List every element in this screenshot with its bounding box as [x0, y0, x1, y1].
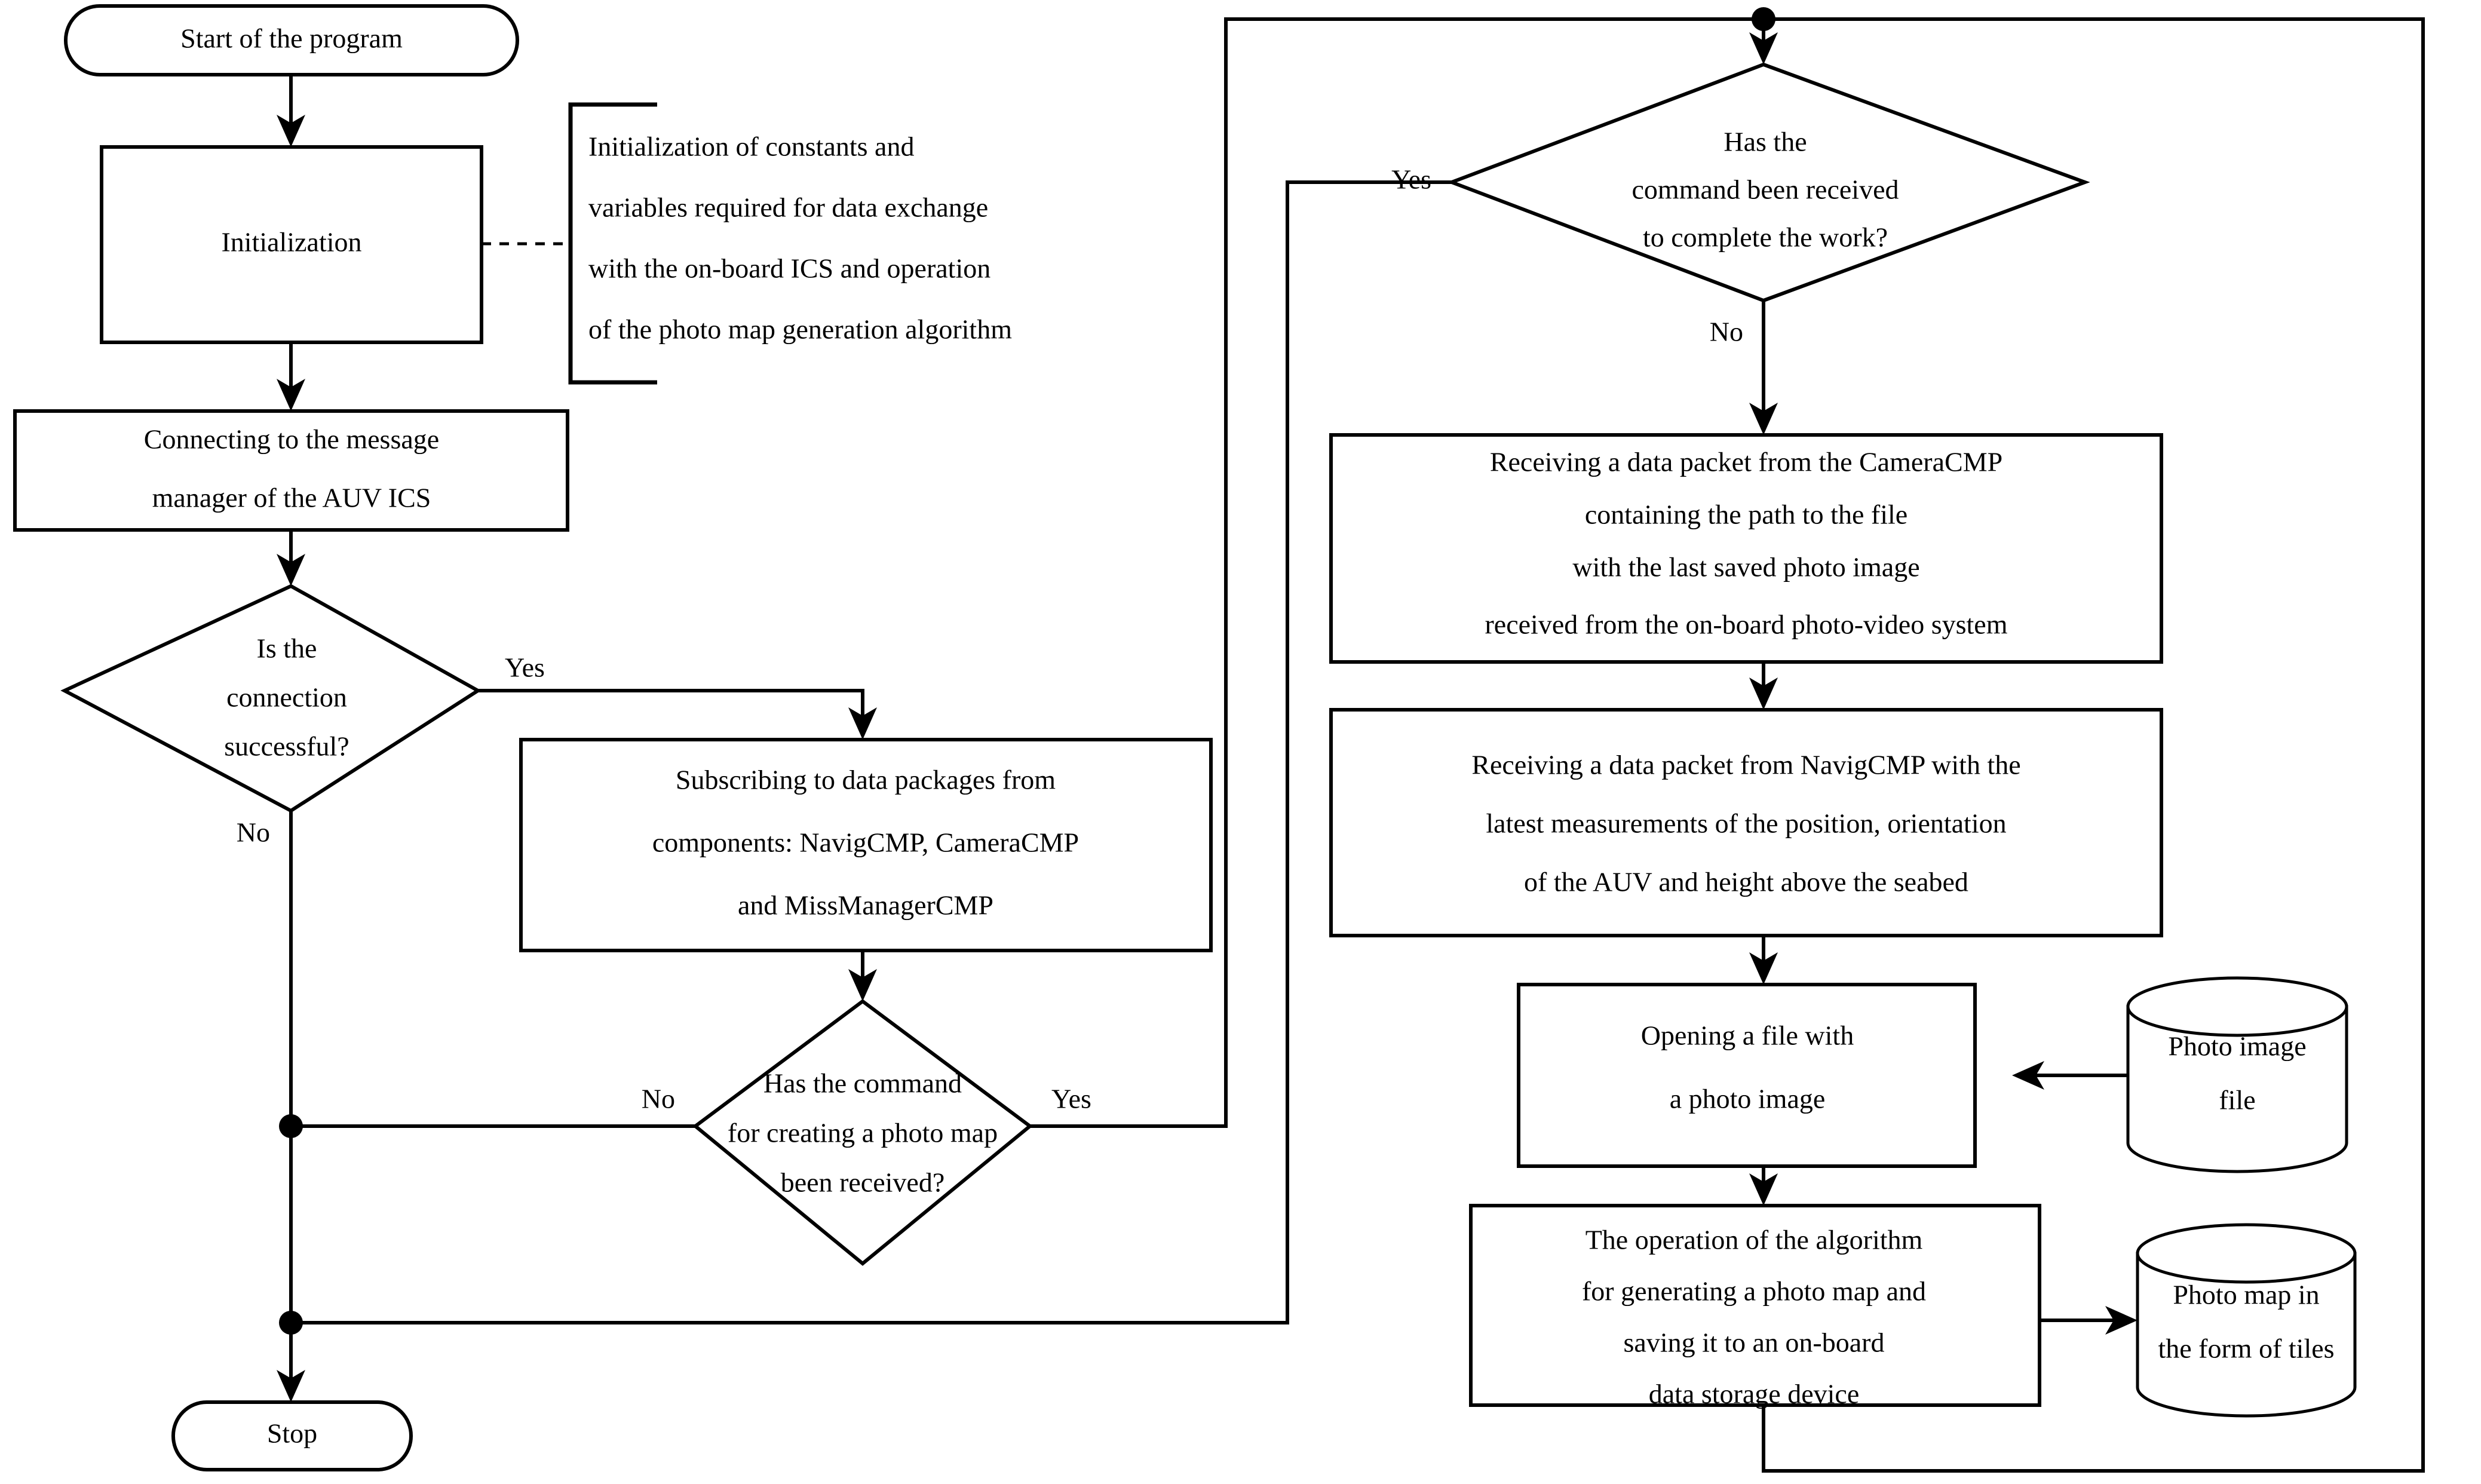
edge-recv-navig-to-open-file — [1749, 936, 1778, 985]
edge-subscribe-to-decision-photomap — [848, 951, 877, 1001]
edge-loop-top-to-decision-complete — [1749, 19, 1778, 65]
edge-label-connection-yes: Yes — [505, 652, 545, 683]
edge-label-complete-yes: Yes — [1391, 164, 1431, 195]
node-recv-camera-line-3: received from the on-board photo-video s… — [1485, 609, 2007, 640]
node-algorithm-line-1: for generating a photo map and — [1582, 1276, 1926, 1307]
edge-algorithm-to-outer-loop — [1762, 17, 2425, 1473]
node-decision-connection: Is the connection successful? — [60, 584, 482, 813]
node-photo-map-tiles-line-1: the form of tiles — [2158, 1333, 2334, 1364]
node-decision-photomap-line-1: for creating a photo map — [728, 1118, 998, 1148]
node-open-file: Opening a file with a photo image — [1517, 983, 1977, 1168]
node-connect-message-manager: Connecting to the message manager of the… — [13, 409, 569, 532]
node-recv-navig-line-0: Receiving a data packet from NavigCMP wi… — [1471, 750, 2020, 780]
node-algorithm-line-3: data storage device — [1649, 1379, 1859, 1409]
edge-label-complete-no: No — [1710, 317, 1743, 347]
node-subscribe: Subscribing to data packages from compon… — [519, 738, 1213, 952]
edge-complete-no-to-recv-camera — [1749, 301, 1778, 435]
node-recv-navig-line-2: of the AUV and height above the seabed — [1524, 867, 1968, 897]
node-initialization-label: Initialization — [221, 227, 361, 257]
node-algorithm-run: The operation of the algorithm for gener… — [1469, 1204, 2041, 1409]
edge-algorithm-to-photo-map-tiles — [2040, 1306, 2137, 1335]
edge-label-photomap-yes: Yes — [1051, 1084, 1091, 1114]
node-recv-navig: Receiving a data packet from NavigCMP wi… — [1329, 708, 2163, 937]
node-connect-line-0: Connecting to the message — [144, 424, 439, 455]
edge-connect-to-decision-connection — [277, 530, 305, 586]
node-photo-map-tiles-line-0: Photo map in — [2173, 1280, 2319, 1310]
node-open-file-line-1: a photo image — [1670, 1084, 1826, 1114]
edge-connection-yes-to-subscribe — [478, 689, 877, 740]
node-decision-photomap-line-2: been received? — [781, 1167, 945, 1198]
node-decision-photomap: Has the command for creating a photo map… — [692, 999, 1033, 1266]
node-recv-navig-line-1: latest measurements of the position, ori… — [1486, 808, 2006, 839]
node-decision-connection-line-2: successful? — [224, 731, 349, 762]
node-algorithm-line-2: saving it to an on-board — [1624, 1327, 1885, 1358]
node-recv-camera: Receiving a data packet from the CameraC… — [1329, 433, 2163, 664]
annotation-line-1: variables required for data exchange — [588, 192, 988, 223]
junction-dot-photomap-no — [279, 1114, 303, 1138]
edge-open-file-to-algorithm — [1749, 1166, 1778, 1206]
node-recv-camera-line-0: Receiving a data packet from the CameraC… — [1490, 447, 2002, 477]
node-open-file-line-0: Opening a file with — [1641, 1020, 1854, 1051]
node-connect-line-1: manager of the AUV ICS — [152, 483, 431, 513]
node-decision-connection-line-1: connection — [226, 682, 347, 713]
node-subscribe-line-2: and MissManagerCMP — [738, 890, 993, 921]
edge-recv-camera-to-recv-navig — [1749, 662, 1778, 710]
edge-label-photomap-no: No — [642, 1084, 675, 1114]
node-decision-connection-line-0: Is the — [257, 633, 317, 664]
node-photo-map-tiles: Photo map in the form of tiles — [2136, 1223, 2357, 1418]
node-stop: Stop — [171, 1400, 413, 1471]
edge-complete-yes-to-trunk — [291, 180, 1452, 1324]
edge-label-connection-no: No — [237, 817, 270, 848]
edge-connection-no-to-stop — [277, 811, 305, 1402]
node-stop-label: Stop — [267, 1418, 317, 1449]
annotation-line-2: with the on-board ICS and operation — [588, 253, 990, 284]
annotation-init-bracket — [568, 102, 657, 385]
annotation-init-text: Initialization of constants and variable… — [588, 131, 1012, 345]
junction-dot-complete-yes — [279, 1311, 303, 1335]
node-recv-camera-line-1: containing the path to the file — [1585, 499, 1907, 530]
edge-photomap-yes-to-top-loop — [1030, 17, 1764, 1128]
node-decision-photomap-line-0: Has the command — [763, 1068, 962, 1099]
annotation-line-3: of the photo map generation algorithm — [588, 314, 1012, 345]
node-photo-image-file: Photo image file — [2126, 976, 2348, 1173]
node-decision-complete-line-1: command been received — [1632, 174, 1899, 205]
node-photo-image-file-line-0: Photo image — [2168, 1031, 2306, 1062]
node-algorithm-line-0: The operation of the algorithm — [1585, 1225, 1923, 1255]
node-initialization: Initialization — [100, 145, 483, 344]
node-subscribe-line-1: components: NavigCMP, CameraCMP — [652, 827, 1079, 858]
edge-initialization-to-connect — [277, 342, 305, 411]
annotation-line-0: Initialization of constants and — [588, 131, 914, 162]
node-recv-camera-line-2: with the last saved photo image — [1572, 552, 1919, 582]
node-decision-complete-work: Has the command been received to complet… — [1446, 62, 2090, 303]
edge-photo-image-file-to-open-file — [2012, 1061, 2128, 1090]
node-photo-image-file-line-1: file — [2219, 1085, 2255, 1115]
node-decision-complete-line-0: Has the — [1723, 127, 1807, 157]
node-decision-complete-line-2: to complete the work? — [1643, 222, 1888, 253]
node-subscribe-line-0: Subscribing to data packages from — [676, 765, 1056, 795]
node-start: Start of the program — [64, 4, 519, 76]
node-start-label: Start of the program — [180, 23, 403, 54]
